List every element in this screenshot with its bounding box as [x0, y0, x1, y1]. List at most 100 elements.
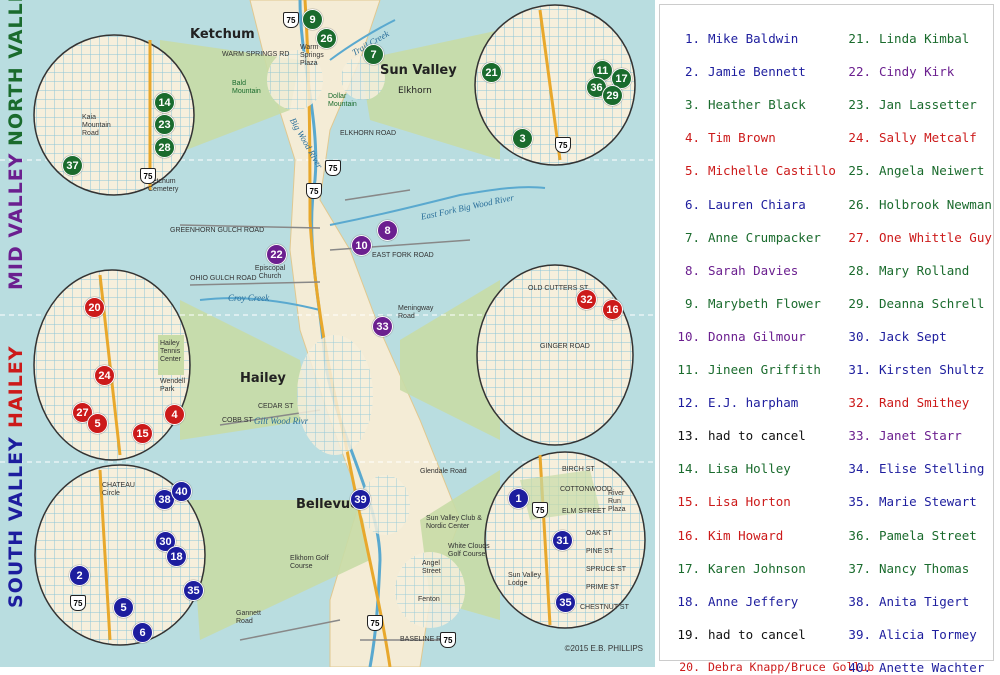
label-sv-club: Sun Valley Club & Nordic Center — [426, 515, 482, 530]
label-bald-mountain: Bald Mountain — [232, 80, 261, 95]
legend-number: 31. — [848, 362, 871, 377]
legend-entry: 17.Karen Johnson — [674, 560, 805, 576]
legend-name: E.J. harpham — [708, 395, 799, 411]
marker-5-blue[interactable]: 5 — [113, 597, 134, 618]
label-angel-street: Angel Street — [422, 560, 441, 575]
marker-20[interactable]: 20 — [84, 297, 105, 318]
marker-9[interactable]: 9 — [302, 9, 323, 30]
legend-number: 1. — [684, 31, 700, 46]
legend-number: 17. — [677, 560, 700, 576]
legend-name: Alicia Tormey — [879, 626, 977, 642]
label-dollar-mountain: Dollar Mountain — [328, 93, 357, 108]
legend-name: Lisa Horton — [708, 494, 791, 510]
label-sv-lodge: Sun Valley Lodge — [508, 572, 541, 587]
label-cedar: CEDAR ST — [258, 403, 294, 410]
legend-number: 32. — [848, 395, 871, 411]
town-ketchum: Ketchum — [190, 27, 255, 42]
legend-number: 2. — [684, 64, 700, 80]
legend-entry: 25.Angela Neiwert — [845, 163, 984, 178]
legend-number: 24. — [848, 130, 871, 146]
marker-7[interactable]: 7 — [363, 44, 384, 65]
label-greenhorn-gulch: GREENHORN GULCH ROAD — [170, 227, 265, 234]
marker-24[interactable]: 24 — [94, 365, 115, 386]
marker-40[interactable]: 40 — [171, 481, 192, 502]
legend-name: Cindy Kirk — [879, 64, 955, 80]
marker-22[interactable]: 22 — [266, 244, 287, 265]
marker-14[interactable]: 14 — [154, 92, 175, 113]
marker-15[interactable]: 15 — [132, 423, 153, 444]
legend-entry: 16.Kim Howard — [674, 528, 783, 543]
legend-name: Rand Smithey — [879, 395, 970, 411]
legend-name: Lisa Holley — [708, 461, 791, 477]
legend-number: 22. — [848, 64, 871, 80]
legend-number: 12. — [677, 395, 700, 411]
marker-16[interactable]: 16 — [602, 299, 623, 320]
label-gannett: Gannett Road — [236, 610, 261, 625]
marker-39[interactable]: 39 — [350, 489, 371, 510]
marker-2[interactable]: 2 — [69, 565, 90, 586]
legend-name: Mary Rolland — [879, 262, 970, 278]
marker-38[interactable]: 38 — [154, 489, 175, 510]
label-elkhorn-road: ELKHORN ROAD — [340, 130, 397, 137]
marker-26[interactable]: 26 — [316, 28, 337, 49]
legend-name: Janet Starr — [879, 428, 962, 444]
legend-name: Heather Black — [708, 97, 806, 113]
legend-entry: 32. Rand Smithey — [845, 395, 969, 410]
marker-3[interactable]: 3 — [512, 128, 533, 149]
label-kaia-mtn: Kaia Mountain Road — [82, 114, 111, 137]
marker-29[interactable]: 29 — [602, 85, 623, 106]
legend-name: Michelle Castillo — [708, 163, 836, 179]
marker-21[interactable]: 21 — [481, 62, 502, 83]
legend-entry: 21.Linda Kimbal — [845, 31, 969, 46]
legend-number: 33. — [848, 428, 871, 444]
marker-1[interactable]: 1 — [508, 488, 529, 509]
highway-75-shield: 75 — [555, 137, 571, 153]
label-elm: ELM STREET — [562, 508, 606, 515]
legend-number: 9. — [684, 295, 700, 311]
legend-entry: 2.Jamie Bennett — [674, 64, 806, 79]
legend-number: 8. — [684, 262, 700, 278]
marker-10[interactable]: 10 — [351, 235, 372, 256]
label-glendale: Glendale Road — [420, 468, 467, 475]
legend-name: Pamela Street — [879, 527, 977, 543]
marker-32[interactable]: 32 — [576, 289, 597, 310]
legend-name: had to cancel — [708, 626, 806, 642]
region-label-south: SOUTH VALLEY — [5, 436, 27, 608]
legend-number: 35. — [848, 494, 871, 510]
marker-17[interactable]: 17 — [611, 68, 632, 89]
marker-23[interactable]: 23 — [154, 114, 175, 135]
marker-4[interactable]: 4 — [164, 404, 185, 425]
marker-8[interactable]: 8 — [377, 220, 398, 241]
marker-5[interactable]: 5 — [87, 413, 108, 434]
label-croy-creek: Croy Creek — [228, 293, 270, 303]
marker-35-b[interactable]: 35 — [555, 592, 576, 613]
label-ohio-gulch: OHIO GULCH ROAD — [190, 275, 257, 282]
label-elkhorn-golf: Elkhorn Golf Course — [290, 555, 329, 570]
marker-28[interactable]: 28 — [154, 137, 175, 158]
legend-name: Marybeth Flower — [708, 295, 821, 311]
marker-35[interactable]: 35 — [183, 580, 204, 601]
label-hailey-tennis: Hailey Tennis Center — [160, 340, 182, 363]
marker-6[interactable]: 6 — [132, 622, 153, 643]
legend-entry: 1.Mike Baldwin — [674, 31, 798, 46]
label-birch: BIRCH ST — [562, 466, 595, 473]
label-prime: PRIME ST — [586, 584, 620, 591]
label-episcopal: Episcopal Church — [254, 265, 286, 280]
legend-number: 4. — [684, 130, 700, 146]
marker-37[interactable]: 37 — [62, 155, 83, 176]
legend-entry: 24.Sally Metcalf — [845, 130, 976, 146]
label-cottonwood: COTTONWOOD — [560, 486, 612, 493]
legend-entry: 33. Janet Starr — [845, 428, 962, 444]
town-bellevue: Bellevue — [296, 497, 360, 512]
marker-18[interactable]: 18 — [166, 546, 187, 567]
legend-number: 11. — [677, 362, 700, 377]
label-chestnut: CHESTNUT ST — [580, 604, 629, 611]
legend-name: Anne Jeffery — [708, 593, 799, 609]
town-sun-valley: Sun Valley — [380, 63, 457, 78]
label-ginger-road: GINGER ROAD — [540, 343, 590, 350]
legend-name: Jan Lassetter — [879, 97, 977, 113]
legend-number: 23. — [848, 97, 871, 113]
marker-33[interactable]: 33 — [372, 316, 393, 337]
marker-31[interactable]: 31 — [552, 530, 573, 551]
legend-entry: 39.Alicia Tormey — [845, 626, 977, 642]
